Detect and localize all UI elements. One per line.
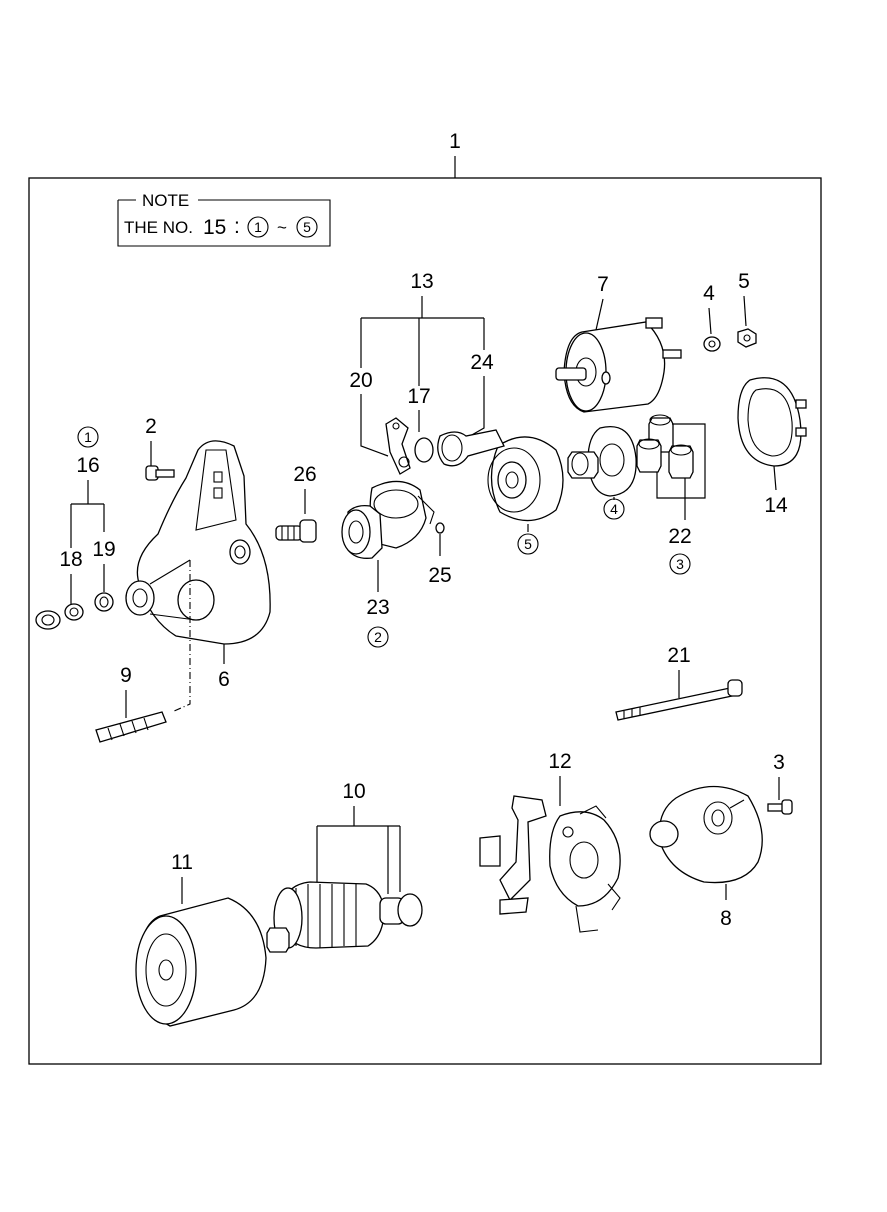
packing-ring-14: 14	[737, 377, 807, 517]
brush-holder-12: 12	[479, 750, 621, 933]
planetary-gears-22: 22 3	[636, 414, 706, 575]
nut-5: 5	[737, 270, 757, 348]
callout-14: 14	[764, 494, 788, 517]
callout-25: 25	[428, 564, 451, 587]
washer-25: 25	[428, 522, 452, 587]
callout-1: 1	[449, 130, 461, 153]
circled-1: 1	[84, 429, 92, 445]
callout-16: 16	[76, 454, 99, 477]
callout-10: 10	[342, 780, 365, 803]
solenoid-switch: 7	[555, 273, 682, 413]
callout-22: 22	[668, 525, 691, 548]
note-range-start-circle	[247, 216, 269, 238]
shift-lever-20	[385, 417, 411, 475]
circled-1-marker	[77, 426, 99, 448]
callout-26: 26	[293, 463, 316, 486]
callout-3: 3	[773, 751, 785, 774]
circled-3: 3	[676, 556, 684, 572]
note-part-number: 15	[203, 216, 226, 239]
armature-10: 10	[266, 780, 423, 953]
screw-2: 2	[145, 415, 175, 481]
circled-5-marker	[517, 533, 539, 555]
callout-21: 21	[667, 644, 690, 667]
circled-4-marker	[603, 498, 625, 520]
yoke-assembly-11: 11	[135, 851, 267, 1027]
circled-2-marker	[367, 626, 389, 648]
note-box: NOTE THE NO. 15 : 1 ~ 5	[117, 191, 331, 247]
callout-4: 4	[703, 282, 715, 305]
rear-bracket-8: 8	[649, 785, 763, 930]
callout-group-13: 13 20 17 24	[349, 270, 494, 457]
callout-5: 5	[738, 270, 750, 293]
spring-17	[414, 437, 434, 463]
bolt-26: 26	[275, 463, 317, 543]
bushing-set-16: 1 16 18 19	[35, 426, 116, 630]
planet-carrier-shaft: 4	[567, 426, 637, 520]
callout-2: 2	[145, 415, 157, 438]
callout-19: 19	[92, 538, 115, 561]
note-range-start: 1	[254, 219, 262, 235]
callout-20: 20	[349, 369, 372, 392]
note-separator: :	[234, 215, 240, 238]
through-bolt-21: 21	[615, 644, 743, 721]
callout-23: 23	[366, 596, 389, 619]
circled-5: 5	[524, 536, 532, 552]
callout-6: 6	[218, 668, 230, 691]
callout-24: 24	[470, 351, 494, 374]
callout-11: 11	[171, 851, 193, 874]
callout-17: 17	[407, 385, 430, 408]
note-text-prefix: THE NO.	[124, 218, 193, 237]
callout-13: 13	[410, 270, 433, 293]
nut-4: 4	[703, 282, 721, 352]
circled-2: 2	[374, 629, 382, 645]
note-range-end: 5	[303, 219, 311, 235]
callout-18: 18	[59, 548, 82, 571]
callout-12: 12	[548, 750, 571, 773]
callout-8: 8	[720, 907, 732, 930]
callout-7: 7	[597, 273, 609, 296]
note-range-end-circle	[296, 216, 318, 238]
circled-3-marker	[669, 553, 691, 575]
screw-3: 3	[767, 751, 793, 815]
overrunning-clutch-23: 23 2	[341, 480, 435, 648]
note-range-tilde: ~	[277, 218, 287, 237]
callout-9: 9	[120, 664, 132, 687]
plate-24	[437, 429, 505, 467]
front-bracket-6: 6	[125, 440, 271, 713]
note-title: NOTE	[142, 191, 189, 210]
stud-bolt-9: 9	[95, 664, 167, 743]
internal-gear-housing: 5	[487, 436, 564, 555]
circled-4: 4	[610, 501, 618, 517]
assembly-frame	[28, 177, 822, 1065]
